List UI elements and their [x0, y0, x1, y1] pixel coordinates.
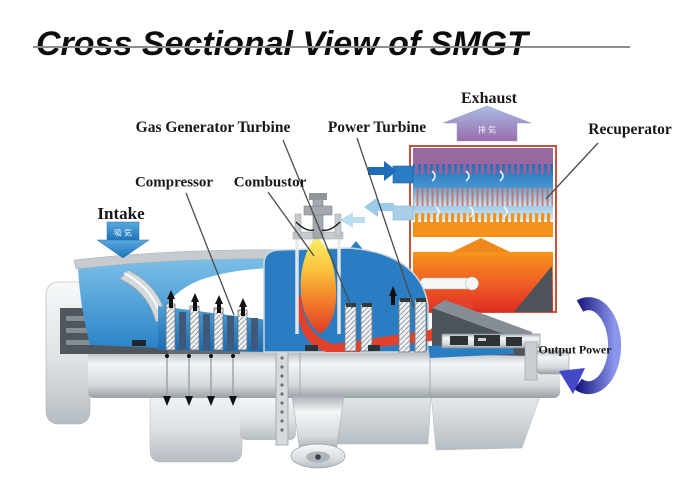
air-return-pipe: [392, 205, 414, 221]
compressor-section: [158, 290, 268, 352]
power-turbine-blades: [389, 286, 427, 353]
label-recuperator: Recuperator: [588, 121, 672, 138]
engine-body: [45, 193, 570, 469]
shaft-flange-dots: [163, 354, 237, 406]
recuperator-inner-pipe: [419, 277, 473, 290]
recuperator-block: [392, 145, 557, 313]
label-compressor: Compressor: [134, 174, 214, 191]
intake-kanji-glyph: 吸気: [114, 228, 134, 238]
recuperator-lower-wedge: [514, 266, 552, 312]
label-power-turbine: Power Turbine: [327, 119, 427, 136]
page-title: Cross Sectional View of SMGT: [36, 24, 528, 63]
air-to-recuperator-arrow-icon: [368, 161, 397, 181]
air-return-arrow-icon: [364, 197, 394, 217]
title-underline: [33, 46, 630, 48]
label-exhaust: Exhaust: [460, 90, 518, 107]
exhaust-up-arrow-icon: [442, 105, 532, 142]
combustor-section: [292, 193, 344, 334]
output-section: [428, 300, 570, 381]
main-shaft: [88, 350, 560, 398]
fuel-injector: [294, 193, 342, 239]
combustor-flame: [300, 236, 337, 334]
label-intake: Intake: [97, 204, 145, 223]
bottom-mount: [290, 395, 346, 469]
output-shaft-bearings: [450, 335, 522, 346]
output-coupling: [536, 349, 570, 375]
compressor-rotor-blades: [165, 303, 248, 351]
exhaust-kanji-glyph: 排気: [478, 125, 498, 135]
leader-lines: [185, 137, 599, 316]
label-output-power: Output Power: [538, 342, 612, 357]
air-inlet-pipe: [392, 165, 414, 184]
intake-down-arrow-icon: [96, 221, 150, 259]
recuperator-hot-gas-up-arrow: [452, 238, 510, 256]
air-return-arrow2-icon: [340, 212, 365, 228]
label-combustor: Combustor: [233, 174, 307, 191]
shaft-flanges: [166, 352, 431, 398]
output-rotation-arrow-icon: [559, 297, 622, 395]
compressor-flow-arrows: [167, 290, 247, 316]
flow-swirl-marks: [431, 170, 508, 218]
compressor-stator-blades: [179, 312, 258, 350]
label-gas-generator-turbine: Gas Generator Turbine: [135, 119, 291, 136]
